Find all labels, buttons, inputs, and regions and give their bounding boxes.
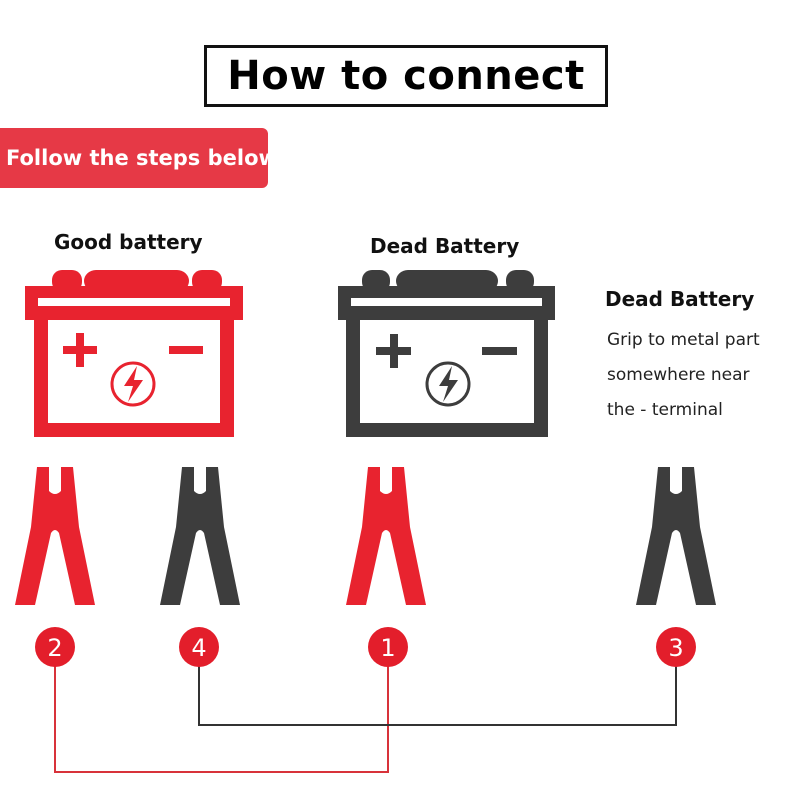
step-number: 2 xyxy=(47,634,62,662)
step-badge-1: 1 xyxy=(368,627,408,667)
step-number: 4 xyxy=(191,634,206,662)
steps-banner: Follow the steps below xyxy=(0,128,278,188)
note-title: Dead Battery xyxy=(605,287,755,311)
note-line-1: Grip to metal part xyxy=(607,330,760,350)
title-box: How to connect xyxy=(204,45,608,107)
black-cable-line xyxy=(198,660,677,726)
step-badge-2: 2 xyxy=(35,627,75,667)
good-battery-label: Good battery xyxy=(54,230,203,254)
page-title: How to connect xyxy=(227,53,585,99)
step-badge-3: 3 xyxy=(656,627,696,667)
red-cable-line xyxy=(54,660,389,773)
dead-battery-label: Dead Battery xyxy=(370,234,520,258)
steps-banner-text: Follow the steps below xyxy=(6,146,278,170)
step-badge-4: 4 xyxy=(179,627,219,667)
step-number: 1 xyxy=(380,634,395,662)
note-line-2: somewhere near xyxy=(607,365,750,385)
note-line-3: the - terminal xyxy=(607,400,723,420)
step-number: 3 xyxy=(668,634,683,662)
